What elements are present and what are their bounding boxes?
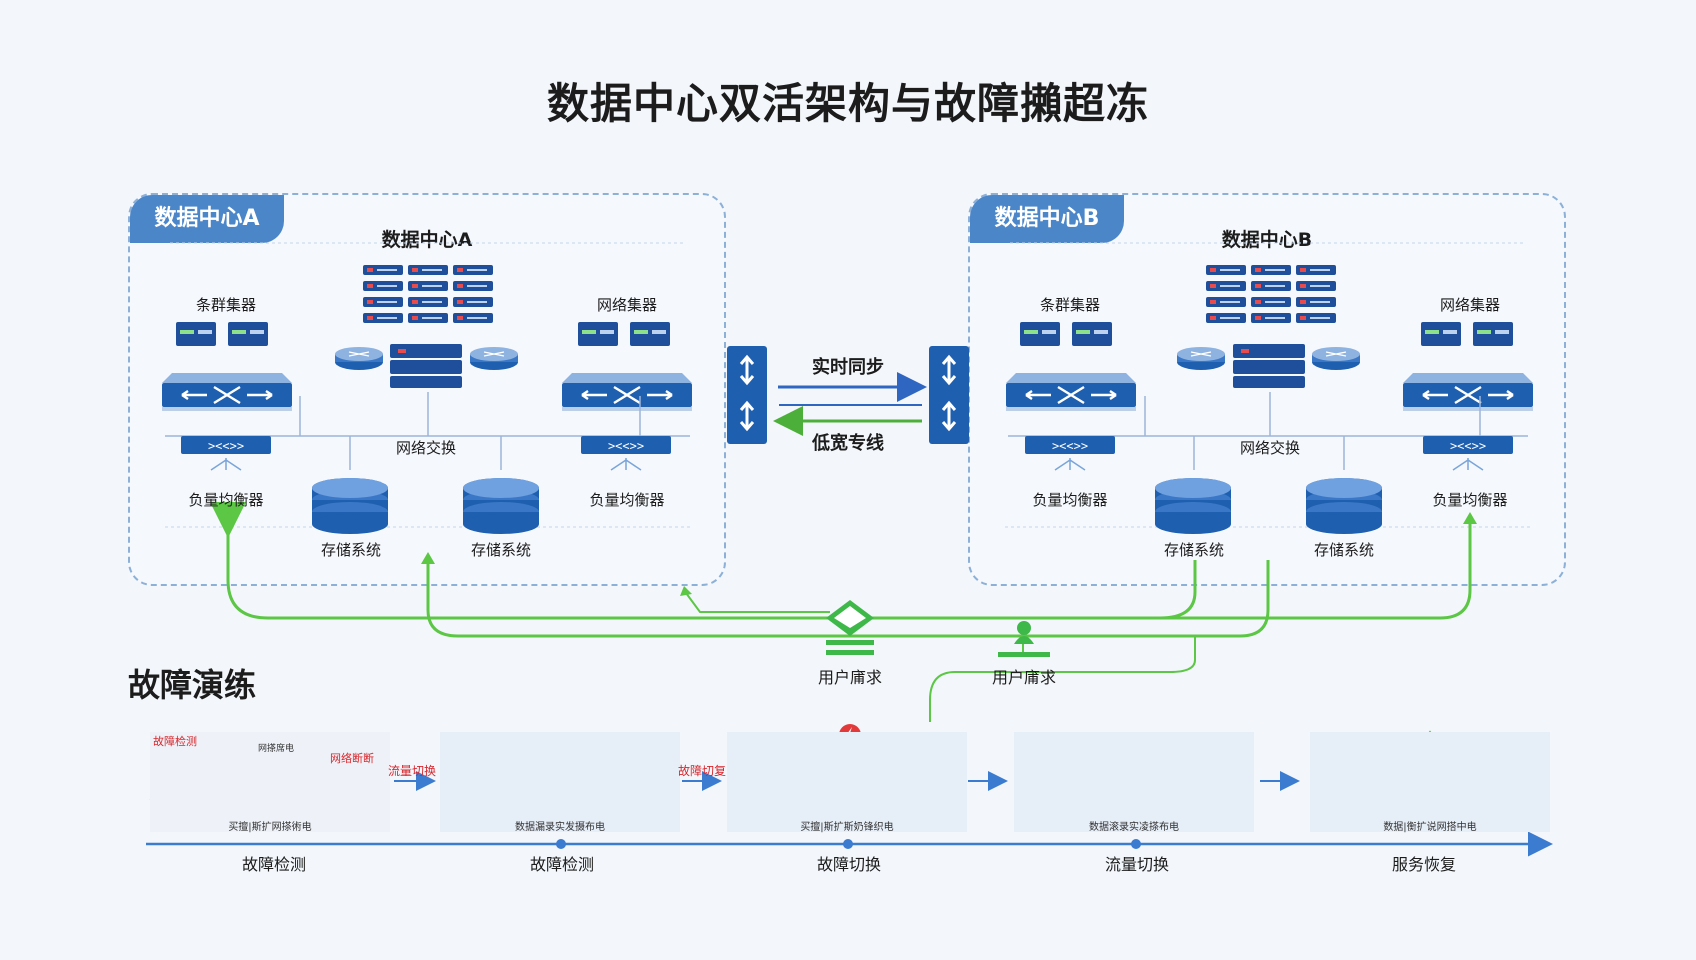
dc-b-cluster-label: 条群集器 [1039,296,1100,314]
datacenter-b-tab[interactable]: 数据中心B [970,195,1124,243]
traffic-switch-label: 流量切换 [388,764,437,778]
core-server-icon [390,344,462,388]
dc-a-lb-right-label: 负量均衡器 [589,491,665,509]
fault-recover-label: 故障切复 [678,764,727,778]
dc-b-storage-right-label: 存储系统 [1313,541,1374,559]
dc-a-lb-left-label: 负量均衡器 [188,491,264,509]
drill-stage-4[interactable] [1014,732,1254,832]
dc-a-cluster-label: 条群集器 [195,296,256,314]
drill-stage-3[interactable] [727,732,967,832]
timeline-step-label: 故障检测 [529,855,594,874]
dc-a-collector-label: 网络集器 [596,296,657,314]
link-box-right [929,346,969,444]
database-icon [1155,478,1382,534]
dedicated-line-label: 低宽专线 [812,433,884,454]
dc-a-storage-left-label: 存储系统 [320,541,381,559]
page-title: 数据中心双活架构与故障攋超冻 [546,79,1149,128]
break-tag: 网络断断 [330,752,374,765]
stage-caption: 数据漏录实发摄布电 [515,822,605,833]
drill-stage-1[interactable] [150,732,390,832]
cluster-icon [1020,322,1112,346]
dc-a-storage-right-label: 存储系统 [470,541,531,559]
dc-b-lb-right-label: 负量均衡器 [1432,491,1508,509]
user-flow-lines [210,502,1472,722]
collector-icon [1421,322,1513,346]
database-icon [312,478,539,534]
user-icon-secondary [998,621,1050,657]
drill-section-title: 故障演练 [128,666,257,704]
core-server-icon [1233,344,1305,388]
datacenter-a-heading: 数据中心A [381,229,473,251]
dc-b-storage-left-label: 存储系统 [1163,541,1224,559]
timeline-step-label: 故障检测 [241,855,306,874]
timeline-nodes [556,839,1141,849]
dc-b-lb-left-label: 负量均衡器 [1032,491,1108,509]
timeline-step-label: 故障切换 [816,855,881,874]
drill-stage-2[interactable] [440,732,680,832]
timeline-step-label: 服务恢复 [1391,855,1456,874]
user-flow-arrowheads [221,512,1477,596]
network-tag: 网搽席电 [258,744,295,754]
cluster-icon [176,322,268,346]
server-rack-icon [1206,265,1336,323]
server-rack-icon [363,265,493,323]
link-box-left [727,346,767,444]
drill-stage-5[interactable] [1310,732,1550,832]
user-request-secondary-label: 用户庯求 [991,668,1056,687]
user-request-label: 用户庯求 [817,668,882,687]
dc-b-collector-label: 网络集器 [1439,296,1500,314]
sync-label: 实时同步 [812,357,884,378]
datacenter-a-diagram [160,242,694,534]
datacenter-b-heading: 数据中心B [1221,229,1313,251]
link-arrow-icon [739,354,957,432]
stage-caption: 数据滚录实凌搽布电 [1089,822,1179,833]
stage-caption: 买擅|斯扩网搽術电 [228,822,312,833]
dc-b-switching-label: 网络交换 [1239,439,1300,457]
timeline-step-label: 流量切换 [1104,855,1169,874]
user-icon [826,600,874,655]
stage-caption: 数据|衡扩说网搭中电 [1383,822,1477,833]
datacenter-b-diagram [1004,242,1535,534]
inter-dc-link [727,346,969,444]
collector-icon [578,322,670,346]
dc-a-switching-label: 网络交换 [395,439,456,457]
fault-detect-tag: 故障检测 [153,735,197,748]
stage-caption: 买擅|斯扩斯奶锋织电 [800,822,894,833]
datacenter-a-tab[interactable]: 数据中心A [130,195,284,243]
